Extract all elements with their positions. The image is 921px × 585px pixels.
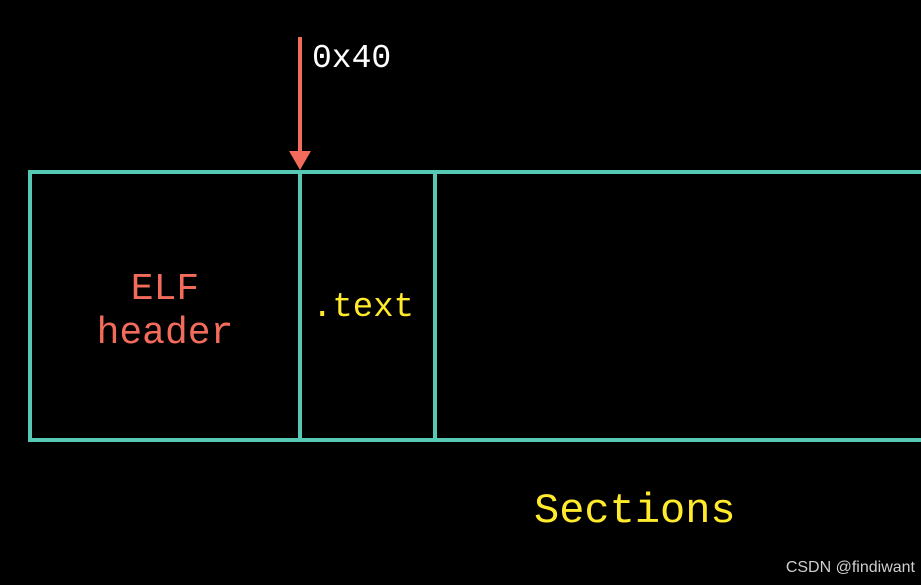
offset-label: 0x40 (312, 40, 392, 77)
watermark: CSDN @findiwant (785, 559, 915, 576)
file-layout-box (28, 170, 921, 442)
elf-header-line-2: header (96, 312, 234, 355)
text-section-label: .text (312, 289, 415, 327)
offset-arrow-head (289, 151, 311, 170)
elf-header-line-1: ELF (130, 268, 200, 311)
elf-header-label: ELF header (32, 268, 298, 356)
sections-label: Sections (534, 487, 736, 535)
